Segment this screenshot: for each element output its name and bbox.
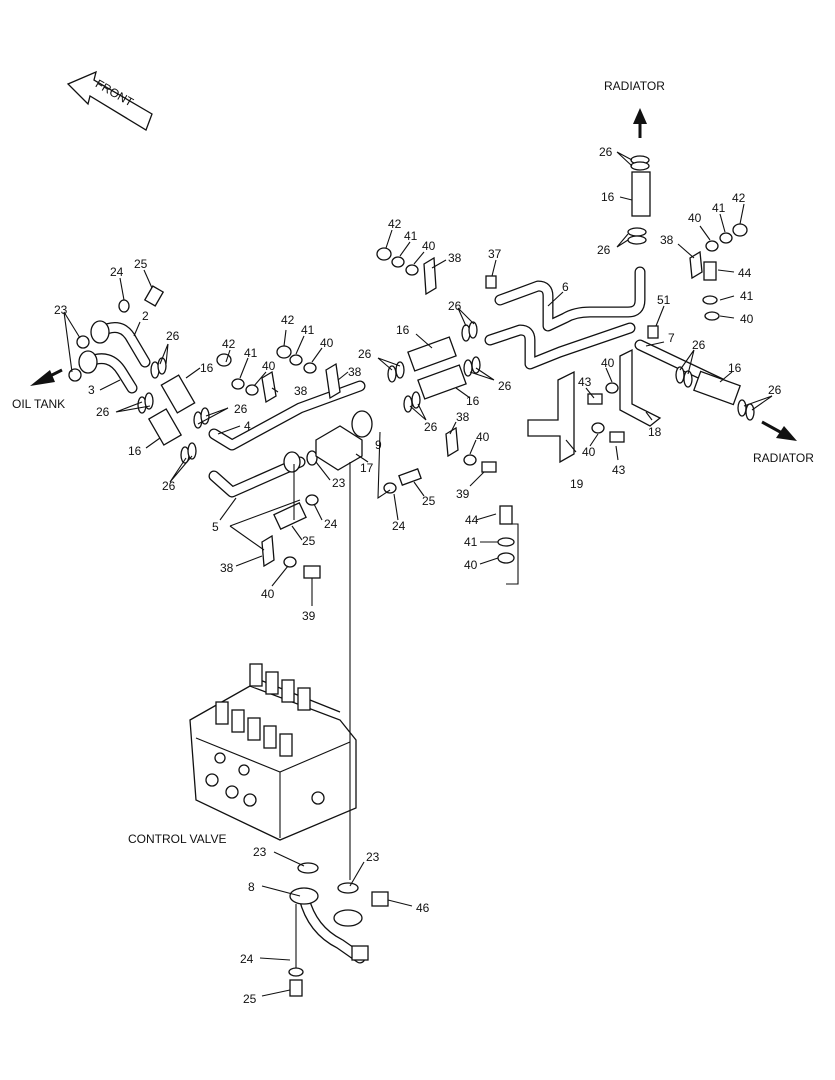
brackets — [527, 348, 662, 464]
callout: 26 — [768, 383, 782, 397]
callout: 43 — [612, 463, 626, 477]
callout: 26 — [166, 329, 180, 343]
callout: 25 — [134, 257, 148, 271]
oil-tank-arrow — [30, 368, 63, 386]
callout: 2 — [142, 309, 149, 323]
callout: 26 — [597, 243, 611, 257]
callout: 19 — [570, 477, 584, 491]
callout: 40 — [582, 445, 596, 459]
callout: 25 — [243, 992, 257, 1006]
callout: 26 — [234, 402, 248, 416]
callout: 16 — [728, 361, 742, 375]
callout: 26 — [424, 420, 438, 434]
callout: 26 — [96, 405, 110, 419]
callout: 42 — [281, 313, 295, 327]
callout: 24 — [324, 517, 338, 531]
callout: 38 — [660, 233, 674, 247]
callout: 23 — [332, 476, 346, 490]
oil-tank-label: OIL TANK — [12, 397, 65, 411]
callout: 26 — [358, 347, 372, 361]
hoses — [147, 171, 741, 446]
callout: 5 — [212, 520, 219, 534]
callout: 42 — [732, 191, 746, 205]
callout: 25 — [422, 494, 436, 508]
callout: 18 — [648, 425, 662, 439]
callout: 41 — [740, 289, 754, 303]
callout: 41 — [464, 535, 478, 549]
callout: 26 — [599, 145, 613, 159]
radiator-top-label: RADIATOR — [604, 79, 665, 93]
callout: 25 — [302, 534, 316, 548]
callout: 40 — [476, 430, 490, 444]
callout: 40 — [262, 359, 276, 373]
callout: 24 — [240, 952, 254, 966]
callout: 23 — [253, 845, 267, 859]
callout: 16 — [601, 190, 615, 204]
callout: 40 — [740, 312, 754, 326]
callout: 38 — [348, 365, 362, 379]
callout: 16 — [200, 361, 214, 375]
radiator-top-arrow — [633, 108, 647, 138]
callout: 44 — [738, 266, 752, 280]
callout: 40 — [261, 587, 275, 601]
callout: 40 — [320, 336, 334, 350]
callout: 16 — [396, 323, 410, 337]
callout: 44 — [465, 513, 479, 527]
callout: 38 — [294, 384, 308, 398]
control-valve-label: CONTROL VALVE — [128, 832, 226, 846]
callout: 26 — [498, 379, 512, 393]
callout: 24 — [392, 519, 406, 533]
callout: 38 — [448, 251, 462, 265]
callout: 4 — [244, 419, 251, 433]
callout: 40 — [601, 356, 615, 370]
callout: 9 — [375, 438, 382, 452]
callout: 26 — [692, 338, 706, 352]
callout: 24 — [110, 265, 124, 279]
callout: 46 — [416, 901, 430, 915]
pipe-8 — [288, 887, 389, 997]
callout: 39 — [456, 487, 470, 501]
radiator-right-label: RADIATOR — [753, 451, 814, 465]
callout: 42 — [388, 217, 402, 231]
callout: 16 — [128, 444, 142, 458]
callout: 23 — [54, 303, 68, 317]
callout: 37 — [488, 247, 502, 261]
callout: 40 — [422, 239, 436, 253]
callout: 26 — [448, 299, 462, 313]
callout: 39 — [302, 609, 316, 623]
callout: 6 — [562, 280, 569, 294]
callout: 40 — [688, 211, 702, 225]
callout: 8 — [248, 880, 255, 894]
callout: 3 — [88, 383, 95, 397]
hose-clamps — [137, 155, 755, 464]
callout: 43 — [578, 375, 592, 389]
leader-lines — [63, 151, 773, 997]
callout: 41 — [301, 323, 315, 337]
callout: 41 — [404, 229, 418, 243]
valve-spools — [215, 663, 311, 757]
callout: 23 — [366, 850, 380, 864]
callout: 41 — [244, 346, 258, 360]
callout: 38 — [220, 561, 234, 575]
callout: 51 — [657, 293, 671, 307]
small-hardware — [68, 223, 748, 894]
callout: 16 — [466, 394, 480, 408]
callout: 7 — [668, 331, 675, 345]
callout: 40 — [464, 558, 478, 572]
callout: 42 — [222, 337, 236, 351]
callout: 41 — [712, 201, 726, 215]
callout: 17 — [360, 461, 374, 475]
callout: 38 — [456, 410, 470, 424]
front-arrow: FRONT — [66, 70, 153, 131]
callout: 26 — [162, 479, 176, 493]
control-valve-body — [189, 663, 357, 841]
radiator-right-arrow — [761, 420, 797, 441]
part-callouts: 26 16 26 42 41 40 38 44 41 40 42 41 40 3… — [54, 145, 782, 1006]
